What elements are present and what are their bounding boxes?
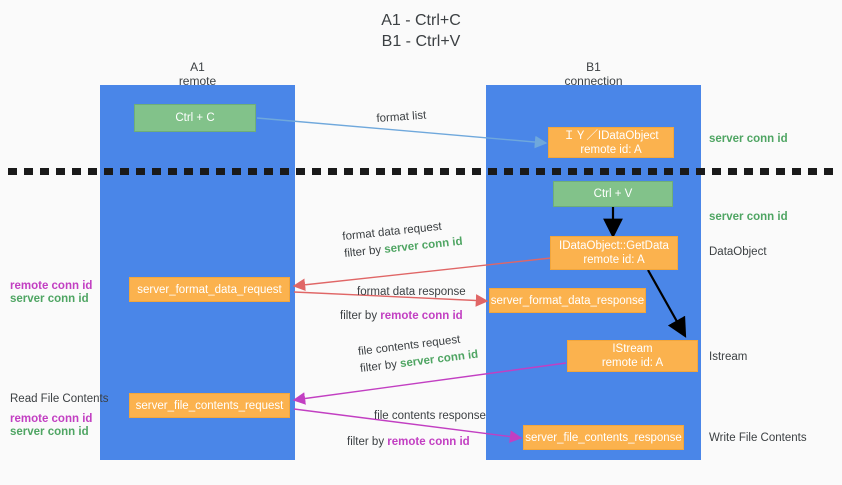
annotation-write-file-contents: Write File Contents — [709, 432, 807, 444]
lane-b-role: connection — [564, 74, 623, 88]
annotation-remote-conn-id-2: remote conn id — [10, 413, 93, 425]
edge-label-file-contents-response-filter-prefix: filter by — [347, 436, 388, 448]
server-file-contents-request-box[interactable]: server_file_contents_request — [129, 393, 290, 418]
edge-label-format-data-response-filter-prefix: filter by — [340, 310, 381, 322]
annotation-dataobject: DataObject — [709, 246, 767, 258]
istream-line1: IStream — [612, 343, 653, 355]
ctrl-c-label: Ctrl + C — [175, 112, 215, 124]
phase-separator — [8, 168, 834, 175]
annotation-server-conn-id-left-2: server conn id — [10, 426, 89, 438]
server-file-contents-response-label: server_file_contents_response — [525, 431, 682, 444]
edge-label-file-contents-response-title: file contents response — [374, 410, 486, 422]
edge-label-format-data-request-filter-key: server conn id — [383, 235, 464, 256]
clipboard-dataobject-box[interactable]: ＩＹ／IDataObject remote id: A — [548, 127, 674, 158]
edge-label-format-data-request-filter-prefix: filter by — [343, 243, 385, 261]
istream-box[interactable]: IStream remote id: A — [567, 340, 698, 372]
edge-label-format-data-response-filter-key: remote conn id — [380, 310, 463, 322]
ctrl-v-label: Ctrl + V — [593, 188, 633, 200]
annotation-remote-conn-id-1: remote conn id — [10, 280, 93, 292]
edge-label-file-contents-response-filter-key: remote conn id — [387, 436, 470, 448]
lane-b-header: B1 connection — [486, 60, 701, 88]
ctrl-v-box[interactable]: Ctrl + V — [553, 181, 673, 207]
server-file-contents-request-label: server_file_contents_request — [135, 399, 284, 412]
page-title: A1 - Ctrl+C B1 - Ctrl+V — [0, 10, 842, 52]
annotation-istream: Istream — [709, 351, 748, 363]
server-format-data-response-label: server_format_data_response — [490, 294, 645, 307]
edge-label-format-list: format list — [376, 109, 427, 126]
lane-a-role: remote — [178, 74, 217, 88]
istream-line2: remote id: A — [601, 357, 664, 369]
clipboard-dataobject-line2: remote id: A — [580, 143, 642, 156]
server-format-data-request-box[interactable]: server_format_data_request — [129, 277, 290, 302]
annotation-server-conn-id-left-1: server conn id — [10, 293, 89, 305]
annotation-server-conn-id-1: server conn id — [709, 133, 788, 145]
server-format-data-response-box[interactable]: server_format_data_response — [489, 288, 646, 313]
title-line-2: B1 - Ctrl+V — [381, 33, 461, 50]
title-line-1: A1 - Ctrl+C — [381, 12, 461, 29]
edge-label-file-contents-request-filter-prefix: filter by — [359, 358, 401, 376]
lane-a-name: A1 — [190, 60, 205, 74]
edge-label-format-data-request: format data request filter by server con… — [342, 218, 463, 261]
edge-label-file-contents-request: file contents request filter by server c… — [357, 331, 479, 376]
server-format-data-request-label: server_format_data_request — [137, 283, 282, 296]
clipboard-dataobject-line1: ＩＹ／IDataObject — [563, 129, 659, 142]
edge-label-format-data-response-title: format data response — [357, 286, 466, 298]
server-file-contents-response-box[interactable]: server_file_contents_response — [523, 425, 684, 450]
lane-a-header: A1 remote — [100, 60, 295, 88]
lane-b-name: B1 — [586, 60, 601, 74]
getdata-line2: remote id: A — [583, 254, 645, 266]
edge-label-file-contents-response: file contents response filter by remote … — [347, 409, 486, 449]
edge-label-format-data-response: format data response filter by remote co… — [340, 285, 466, 323]
annotation-read-file-contents: Read File Contents — [10, 393, 109, 405]
ctrl-c-box[interactable]: Ctrl + C — [134, 104, 256, 132]
getdata-box[interactable]: IDataObject::GetData remote id: A — [550, 236, 678, 270]
annotation-server-conn-id-2: server conn id — [709, 211, 788, 223]
getdata-line1: IDataObject::GetData — [559, 240, 669, 252]
